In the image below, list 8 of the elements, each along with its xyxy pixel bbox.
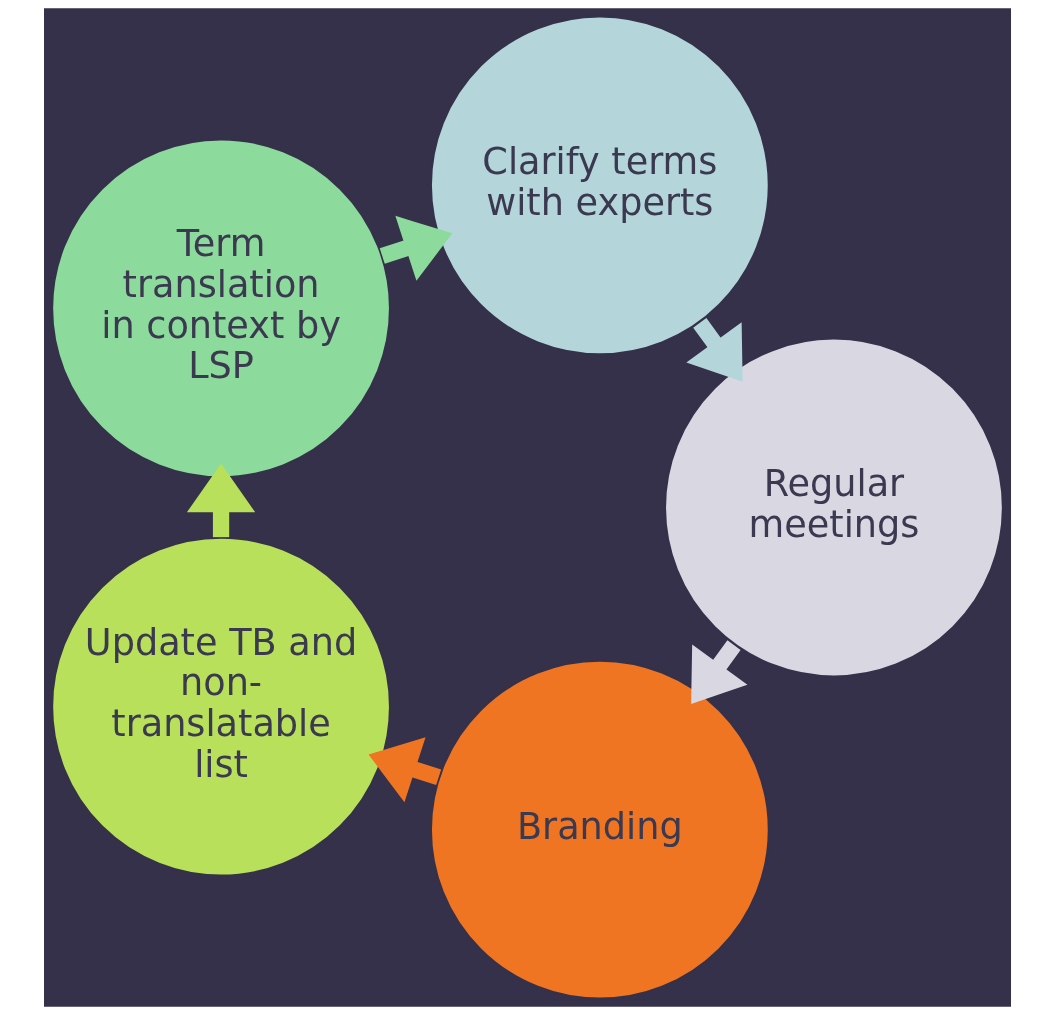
arrow: [186, 463, 255, 538]
node-circle: Term translation in context by LSP: [50, 138, 391, 479]
arrow: [368, 737, 441, 803]
arrow: [685, 318, 743, 382]
arrow: [379, 215, 452, 281]
arrow: [690, 640, 747, 705]
node-circle: Update TB and non-translatable list: [50, 536, 391, 877]
node-circle: Branding: [429, 659, 770, 1000]
